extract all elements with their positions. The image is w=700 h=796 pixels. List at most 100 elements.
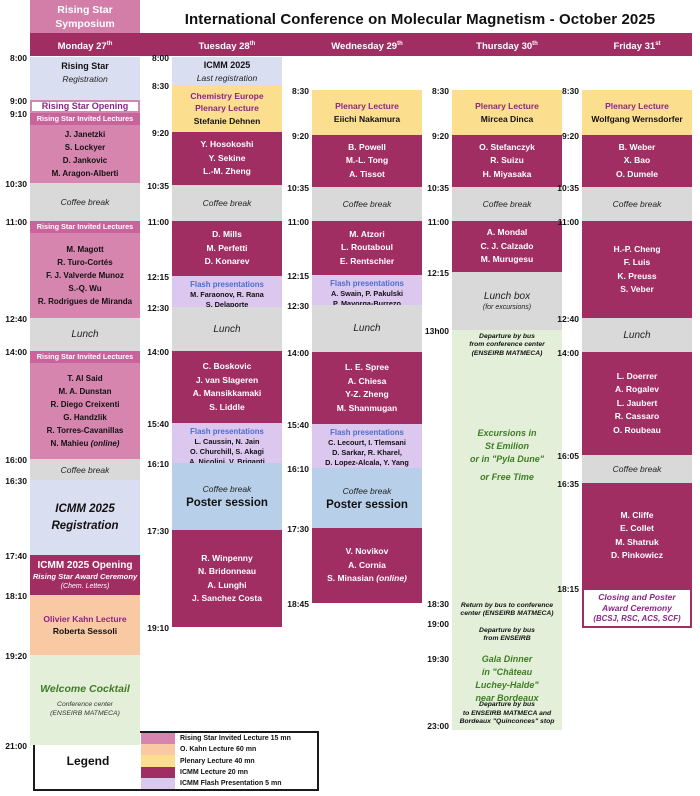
time-label: 16:00 — [5, 455, 27, 465]
event-break: Coffee break — [312, 187, 422, 221]
time-label: 12:15 — [287, 271, 309, 281]
event-text-line: Stefanie Dehnen — [193, 115, 261, 126]
time-label: 8:00 — [9, 53, 27, 63]
event-text-line: Flash presentations — [330, 428, 404, 437]
event-text-line: R. Winpenny — [201, 552, 253, 563]
event-text-line: B. Weber — [618, 141, 656, 152]
event-text-line: (for excursions) — [482, 303, 532, 311]
event-text-line: Poster session — [326, 498, 408, 511]
legend-swatch — [141, 733, 175, 745]
event-text-line: Coffee break — [612, 464, 662, 474]
event-social — [452, 330, 562, 730]
symposium-line-2: Symposium — [55, 17, 115, 30]
day-header-friday: Friday 31st — [613, 41, 661, 53]
event-text-line: F. Luis — [623, 257, 651, 267]
day-header-wednesday: Wednesday 29th — [331, 41, 403, 53]
time-label: 12:40 — [557, 314, 579, 324]
event-text-line: Excursions in — [477, 427, 537, 438]
event-text-line: R. Rodrigues de Miranda — [37, 297, 133, 306]
event-text-line: T. Al Said — [67, 374, 103, 383]
event-break: Lunch box(for excursions) — [452, 272, 562, 330]
legend-row: Rising Star Invited Lecture 15 mn — [141, 733, 317, 745]
event-text-line: Welcome Cocktail — [40, 683, 130, 695]
event-text-line: Last registration — [196, 72, 258, 83]
event-text-line: L. E. Spree — [345, 362, 389, 372]
event-text-line: center (ENSEIRB MATMECA) — [460, 610, 554, 617]
event-text-line: Lunch — [213, 323, 241, 335]
event-text-line: P. Mayorga-Burrezo — [333, 299, 401, 305]
time-label: 14:00 — [287, 348, 309, 358]
day-header-monday: Monday 27th — [57, 41, 113, 53]
event-text-line: or in "Pyla Dune" — [469, 453, 545, 464]
time-label: 18:30 — [427, 599, 449, 609]
event-text-line: J. Janetzki — [64, 130, 106, 139]
time-label: 9:20 — [561, 131, 579, 141]
event-text-line: (Chem. Letters) — [60, 583, 110, 590]
event-text-line: Luchey-Halde" — [475, 680, 539, 690]
event-text-line: S. Liddle — [209, 401, 245, 412]
event-break: Coffee break — [582, 455, 692, 483]
legend-item-label: ICMM Flash Presentation 5 mn — [180, 779, 282, 787]
event-text-line: R. Turo-Cortés — [57, 258, 113, 267]
legend-row: O. Kahn Lecture 60 mn — [141, 744, 317, 756]
event-text-line: O. Roubeau — [613, 424, 661, 435]
time-label: 18:45 — [287, 599, 309, 609]
event-text-line: A. Swain, P. Pakulski — [330, 289, 404, 298]
event-text-line: Coffee break — [482, 199, 532, 209]
event-text-line: or Free Time — [480, 471, 534, 482]
event-text-line: B. Powell — [348, 141, 386, 152]
time-label: 8:30 — [561, 86, 579, 96]
event-break: Coffee break — [452, 187, 562, 221]
event-text-line: N. Bridonneau — [197, 566, 257, 576]
event-text-line: S. Delaporte — [205, 300, 249, 307]
event-text-line: ICMM 2025 — [55, 502, 115, 515]
time-label: 9:20 — [151, 128, 169, 138]
event-text-line: Coffee break — [342, 199, 392, 209]
time-label: 10:35 — [557, 183, 579, 193]
event-text-line: D. Lopez-Alcala, Y. Yang — [325, 458, 409, 467]
event-text-line: Coffee break — [60, 197, 110, 207]
time-label: 10:30 — [5, 179, 27, 189]
event-text-line: S.-Q. Wu — [68, 284, 102, 293]
event-text-line: H. Miyasaka — [482, 168, 532, 179]
event-text-line: D. Jankovic — [62, 156, 108, 165]
event-text-line: Chemistry Europe — [190, 90, 264, 101]
event-text-line: Flash presentations — [190, 280, 264, 289]
time-label: 9:20 — [291, 131, 309, 141]
rising-star-symposium-header: Rising Star Symposium — [30, 0, 140, 33]
time-label: 12:15 — [427, 268, 449, 278]
time-label: 12:30 — [287, 301, 309, 311]
event-rising-strip: Rising Star Invited Lectures — [30, 351, 140, 363]
event-text-line: from conference center — [469, 341, 545, 349]
time-label: 11:00 — [557, 217, 579, 227]
time-label: 15:40 — [287, 420, 309, 430]
time-label: 19:30 — [427, 654, 449, 664]
legend-swatch — [141, 777, 175, 789]
event-text-line: Lunch — [353, 323, 381, 334]
event-break: Coffee break — [30, 183, 140, 221]
event-text-line: O. Stefanczyk — [479, 141, 535, 152]
event-text-line: R. Torres-Cavanillas — [46, 426, 124, 435]
time-label: 19:10 — [147, 623, 169, 633]
